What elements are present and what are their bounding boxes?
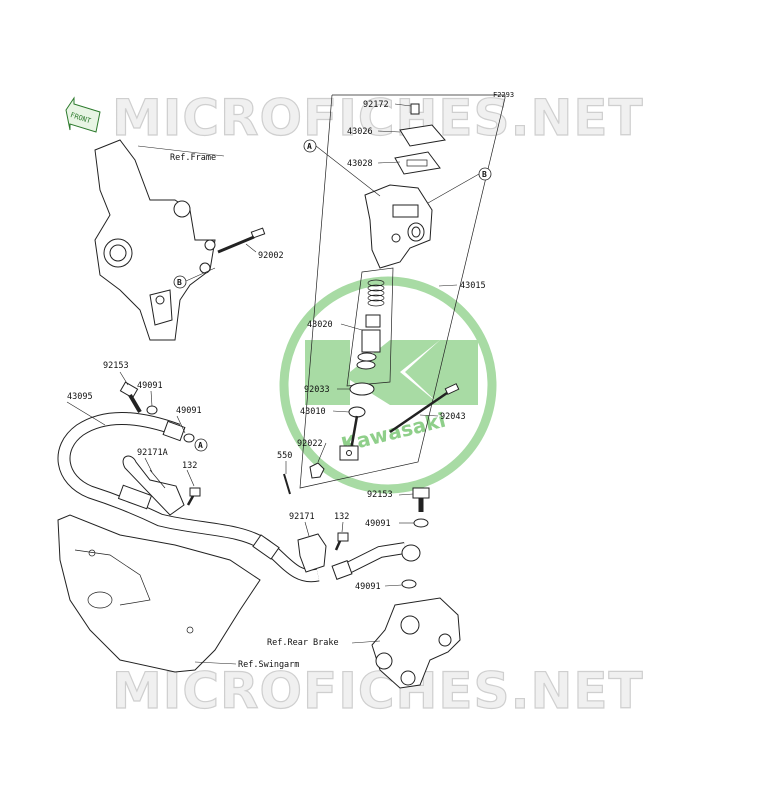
washer-49091-left-1: [146, 405, 158, 415]
ref-swingarm-label: Ref.Swingarm: [238, 660, 299, 670]
part-550: 550: [277, 451, 292, 461]
ref-rear-brake-label: Ref.Rear Brake: [267, 638, 339, 648]
piston-kit: [356, 279, 385, 370]
part-92153-left: 92153: [103, 361, 129, 371]
rear-brake-caliper: [371, 597, 461, 689]
watermark-top: MICROFICHES.NET: [112, 89, 644, 147]
swingarm: [57, 514, 261, 673]
callout-a-left: A: [194, 438, 208, 452]
part-92172: 92172: [363, 100, 389, 110]
part-49091-left-2: 49091: [176, 406, 202, 416]
leader-lines: [66, 103, 480, 665]
part-43020: 43020: [307, 320, 333, 330]
banjo-bolt-left: [119, 381, 142, 414]
frame-bracket: [94, 139, 216, 341]
part-92153-right: 92153: [367, 490, 393, 500]
part-92043: 92043: [440, 412, 466, 422]
pin-92043: [389, 383, 460, 434]
washer-49091-right-2: [401, 579, 417, 589]
washer-49091-right-1: [413, 518, 429, 528]
brake-pipe-right: [331, 542, 421, 580]
callout-b-top: B: [478, 167, 492, 181]
part-49091-left-1: 49091: [137, 381, 163, 391]
assembly-boundary: [299, 94, 506, 489]
svg-text:B: B: [177, 278, 182, 287]
part-92002: 92002: [258, 251, 284, 261]
svg-text:A: A: [198, 441, 203, 450]
part-92022: 92022: [297, 439, 323, 449]
front-arrow-icon: FRONT: [65, 96, 101, 133]
reservoir-cap-group: [394, 103, 446, 175]
piston-kit-box: [346, 267, 394, 387]
bolt-132-mid: [334, 532, 349, 551]
push-rod-43010: [339, 406, 366, 461]
clamp-92171A: [122, 455, 185, 516]
part-132-mid: 132: [334, 512, 349, 522]
svg-text:B: B: [482, 170, 487, 179]
part-92171A: 92171A: [137, 448, 168, 458]
svg-text:A: A: [307, 142, 312, 151]
nut-92022: [309, 462, 325, 479]
washer-49091-left-2: [183, 433, 195, 443]
part-132-left: 132: [182, 461, 197, 471]
ref-frame-label: Ref.Frame: [170, 153, 216, 163]
banjo-bolt-right: [412, 487, 430, 512]
callout-a-top: A: [303, 139, 317, 153]
part-43010: 43010: [300, 407, 326, 417]
callout-b-left: B: [173, 275, 187, 289]
cotter-pin-550: [283, 473, 291, 495]
part-43028: 43028: [347, 159, 373, 169]
circlip-92033: [349, 382, 375, 396]
clamp-92171: [297, 533, 327, 573]
part-43026: 43026: [347, 127, 373, 137]
part-43095: 43095: [67, 392, 93, 402]
bolt-92002: [217, 227, 266, 254]
part-92033: 92033: [304, 385, 330, 395]
watermark-bottom: MICROFICHES.NET: [112, 662, 644, 720]
part-92171: 92171: [289, 512, 315, 522]
brake-hose-43095: [57, 412, 320, 583]
part-43015: 43015: [460, 281, 486, 291]
bolt-132-left: [186, 487, 201, 506]
part-49091-right-1: 49091: [365, 519, 391, 529]
master-cylinder-body: [364, 184, 433, 269]
part-49091-right-2: 49091: [355, 582, 381, 592]
